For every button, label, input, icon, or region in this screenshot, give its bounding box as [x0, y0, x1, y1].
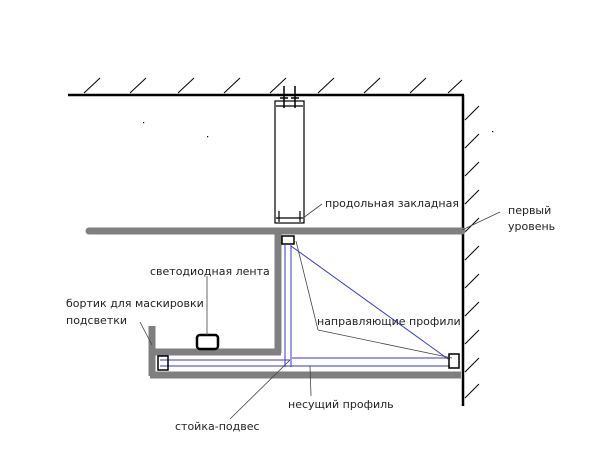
guide-profile-top — [281, 235, 295, 245]
leader-first-level — [461, 211, 501, 231]
label-bearing-profile: несущий профиль — [288, 398, 394, 411]
label-led-strip: светодиодная лента — [150, 265, 270, 278]
leader-masking-rim — [139, 321, 153, 346]
guide-profile-rim — [157, 355, 169, 371]
label-first-level-1: первый — [508, 204, 551, 217]
label-masking-rim-2: подсветки — [66, 314, 127, 327]
leader-longitudinal-embed — [302, 203, 323, 219]
metal-profiles — [157, 235, 460, 371]
label-longitudinal-embed: продольная закладная — [325, 197, 459, 210]
label-masking-rim-1: бортик для маскировки — [66, 297, 204, 310]
leader-guide-profiles-1 — [295, 240, 319, 331]
label-first-level-2: уровень — [508, 220, 555, 233]
leader-guide-profiles-2 — [317, 329, 453, 359]
leader-hanger-post — [229, 359, 291, 420]
label-guide-profiles: направляющие профили — [317, 315, 461, 328]
right-wall — [461, 95, 480, 406]
label-hanger-post: стойка-подвес — [175, 420, 260, 433]
leader-bearing-profile — [309, 365, 312, 397]
guide-profile-wall — [448, 353, 460, 369]
leader-lines — [139, 203, 501, 420]
ceiling-slab — [68, 77, 464, 97]
ceiling-hatching — [83, 77, 463, 94]
longitudinal-embed — [274, 86, 305, 224]
wall-hatching — [464, 105, 480, 399]
led-strip — [195, 333, 220, 351]
stray-dots — [143, 122, 494, 138]
dowel-screws — [280, 86, 299, 108]
drop-box-drywall — [148, 234, 461, 379]
